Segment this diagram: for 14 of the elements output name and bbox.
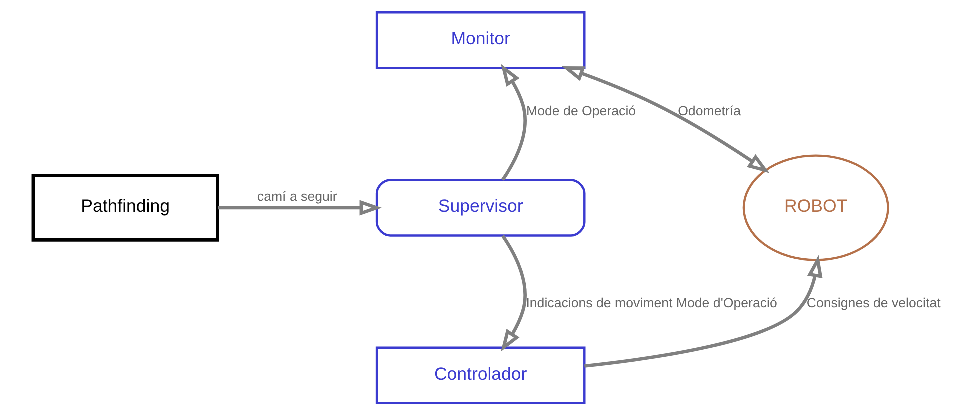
arrow (584, 255, 823, 368)
node-box: Controlador (376, 346, 586, 404)
edge-label: Odometría (678, 103, 741, 118)
arrow (501, 234, 527, 352)
node-box: Monitor (376, 12, 586, 70)
edge-label: Indicacions de moviment Mode d'Operació (526, 295, 778, 310)
arrow (562, 66, 770, 174)
edge-label: camí a seguir (257, 188, 338, 204)
arrow (501, 64, 527, 182)
arrow (218, 200, 382, 216)
node-box: Pathfinding (32, 174, 220, 242)
edge-label: Consignes de velocitat (806, 295, 941, 310)
edge-label: Mode de Operació (526, 103, 636, 118)
node-box: Supervisor (376, 179, 586, 237)
